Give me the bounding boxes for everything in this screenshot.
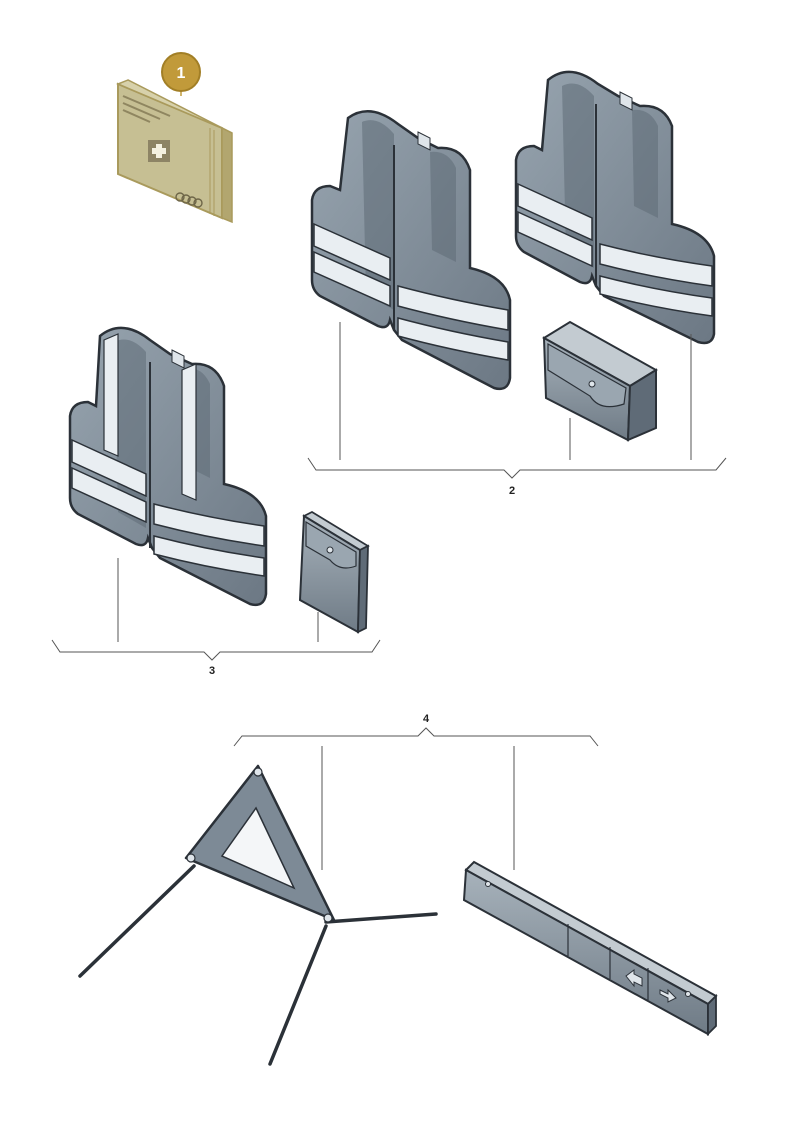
callout-badge-1[interactable]: 1 [161, 52, 201, 92]
four-rings-logo-icon [175, 192, 203, 208]
leader-lines [51, 322, 727, 870]
arrow-right-icon [659, 988, 677, 1003]
bracket-4 [233, 727, 599, 747]
warning-triangle-case[interactable] [462, 860, 718, 1037]
vest-storage-pouch-3[interactable] [298, 510, 370, 634]
callout-number-3[interactable]: 3 [209, 665, 215, 677]
safety-vest-2b[interactable] [514, 70, 716, 345]
callout-number-1: 1 [177, 65, 186, 82]
arrow-left-icon [625, 969, 643, 988]
vest-storage-pouch-2[interactable] [542, 320, 658, 442]
safety-vest-2a[interactable] [310, 110, 512, 391]
warning-triangle[interactable] [78, 764, 438, 1066]
safety-vest-3[interactable] [68, 326, 268, 607]
callout-number-4[interactable]: 4 [423, 713, 430, 725]
bracket-2 [307, 457, 727, 479]
bracket-3 [51, 639, 381, 661]
callout-number-2[interactable]: 2 [509, 485, 515, 497]
first-aid-cross-icon [148, 140, 170, 162]
first-aid-kit[interactable] [116, 79, 233, 224]
